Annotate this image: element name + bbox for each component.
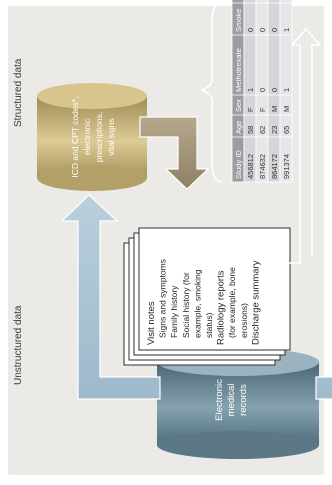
table-brace — [200, 2, 223, 183]
table-cell: M — [270, 106, 279, 112]
table-cell: 65 — [282, 126, 291, 134]
emr-label-line3: records — [238, 384, 249, 416]
note-line: Family history — [169, 285, 179, 338]
table-cell: 23 — [270, 126, 279, 134]
note-line: Discharge summary — [250, 260, 261, 345]
table-cell: 0 — [258, 28, 267, 32]
table-cell: 991374 — [282, 154, 291, 179]
unstructured-data-label: Unstructured data — [13, 305, 24, 385]
table-cell: 0 — [270, 28, 279, 32]
table-header-cell: Age — [234, 121, 243, 134]
table-cell: 0 — [246, 28, 255, 32]
arrow-notes-to-table — [283, 27, 322, 264]
structured-data-label: Structured data — [13, 58, 24, 127]
note-line: erosions) — [239, 303, 249, 338]
note-line: (for example, bone — [227, 267, 237, 338]
emr-label-line1: Electronic — [214, 379, 225, 421]
table-cell: 1 — [246, 88, 255, 92]
codes-label-line2: electronic — [82, 118, 92, 155]
note-line: Visit notes — [146, 301, 157, 345]
note-line: Social history (for — [181, 272, 191, 338]
table-cell: 0 — [270, 88, 279, 92]
codes-label-line1: ICD and CPT codes*, — [70, 96, 80, 177]
table-cell: 864172 — [270, 154, 279, 179]
table-cell: 456812 — [246, 154, 255, 179]
table-cell: 874632 — [258, 154, 267, 179]
codes-label-line4: vital signs — [106, 118, 116, 155]
emr-label-line2: medical — [226, 384, 237, 417]
table-header-cell: Sex — [234, 99, 243, 112]
table-cell: 1 — [282, 88, 291, 92]
table-cell: F — [246, 107, 255, 112]
table-cell: 62 — [258, 126, 267, 134]
structured-data-table: Study IDAgeSexMethotrexateSmokeErosion45… — [231, 0, 293, 183]
codes-label-line3: prescriptions, — [94, 112, 104, 163]
note-line: Signs and symptoms — [158, 259, 168, 338]
note-line: Radiology reports — [216, 270, 227, 345]
table-cell: F — [258, 107, 267, 112]
table-cell: 58 — [246, 126, 255, 134]
table-header-cell: Study ID — [234, 150, 243, 179]
table-header-cell: Smoke — [234, 9, 243, 32]
note-line: status) — [204, 312, 214, 338]
table-cell: M — [282, 106, 291, 112]
arrow-emr-to-unstructured — [315, 308, 332, 400]
note-line: example, smoking — [192, 269, 202, 338]
table-header-cell: Methotrexate — [234, 48, 243, 92]
table-row — [279, 0, 293, 183]
structured-codes-cylinder: ICD and CPT codes*, electronic prescript… — [37, 83, 147, 191]
arrow-structured-to-table — [139, 116, 210, 190]
table-cell: 0 — [258, 88, 267, 92]
arrow-emr-to-structured — [60, 194, 161, 400]
table-cell: 1 — [282, 28, 291, 32]
